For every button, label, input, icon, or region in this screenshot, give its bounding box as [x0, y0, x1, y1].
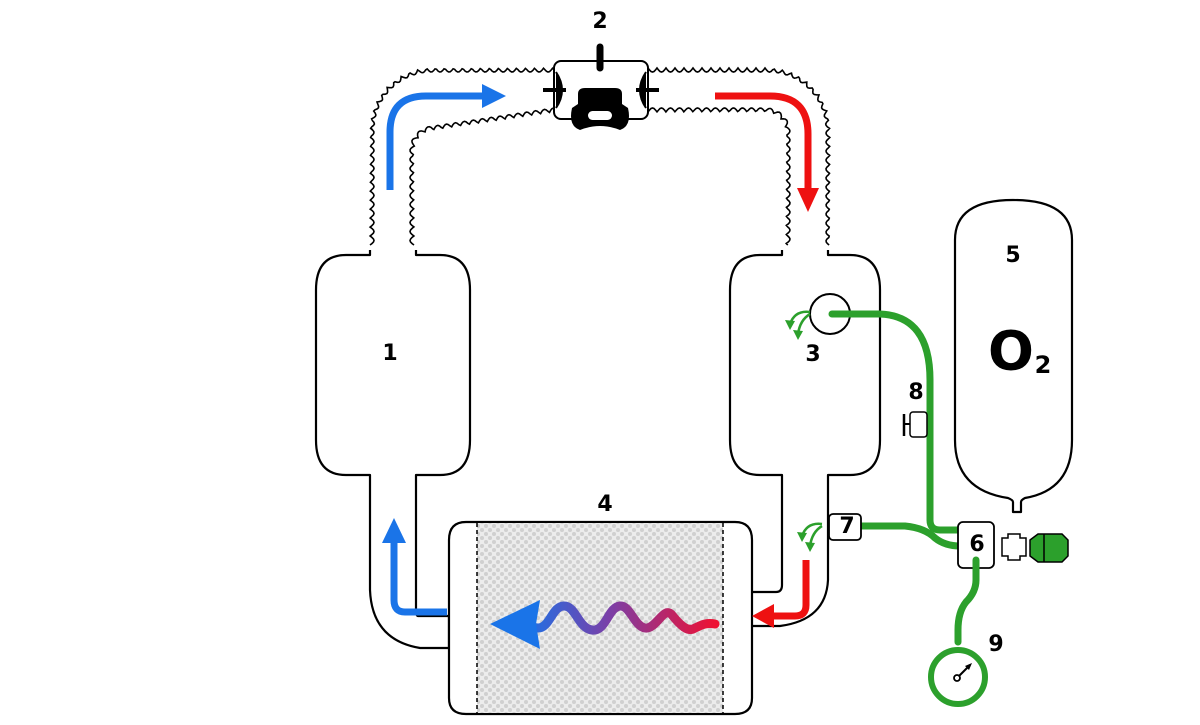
hose-left-outer-wall: [368, 66, 555, 246]
hose-right-outer-wall: [647, 66, 832, 246]
label-3: 3: [805, 342, 820, 367]
inhaled-flow-arrows: [715, 92, 819, 628]
red-arrow-bottom: [772, 560, 810, 620]
first-stage-regulator: 6: [957, 521, 995, 569]
heat-wave-arrow: [517, 601, 720, 635]
bite-grip: [571, 88, 629, 130]
cylinder-valve: [1001, 533, 1027, 561]
oxygen-injection-arrows: [785, 310, 823, 552]
label-5: 5: [1005, 243, 1020, 268]
cylinder-valve-knob: [1029, 533, 1069, 563]
o2-line-to-add-valve: [858, 522, 964, 550]
red-arrow-top: [715, 92, 812, 190]
oxygen-supply-lines: [828, 310, 980, 646]
label-1: 1: [382, 341, 397, 366]
gas-subscript: 2: [1035, 351, 1052, 379]
label-2: 2: [592, 9, 607, 34]
pressure-gauge: 9: [928, 632, 1004, 707]
heat-wave-arrowhead: [490, 600, 540, 649]
label-9: 9: [988, 632, 1003, 657]
automatic-addition-valve: 7: [828, 513, 862, 541]
label-8: 8: [908, 380, 923, 405]
exhaled-flow-arrows: [382, 84, 506, 616]
label-6: 6: [969, 532, 984, 557]
o2-line-to-counterlung: [828, 310, 964, 534]
gas-symbol: O: [988, 320, 1034, 383]
blue-arrow-bottom: [390, 540, 447, 616]
hose-right-inner-wall: [647, 107, 791, 246]
mouthpiece: 2: [543, 9, 659, 130]
o2-line-to-gauge: [954, 556, 980, 646]
manual-addition-valve: 8: [902, 380, 928, 438]
exhalation-counterlung: 1: [314, 250, 472, 650]
co2-scrubber: 4: [447, 492, 754, 716]
label-4: 4: [597, 492, 612, 517]
label-7: 7: [839, 514, 854, 539]
oxygen-cylinder: 5 O 2: [953, 198, 1074, 514]
blue-arrow-top: [386, 92, 484, 190]
hose-left-inner-wall: [409, 107, 554, 246]
